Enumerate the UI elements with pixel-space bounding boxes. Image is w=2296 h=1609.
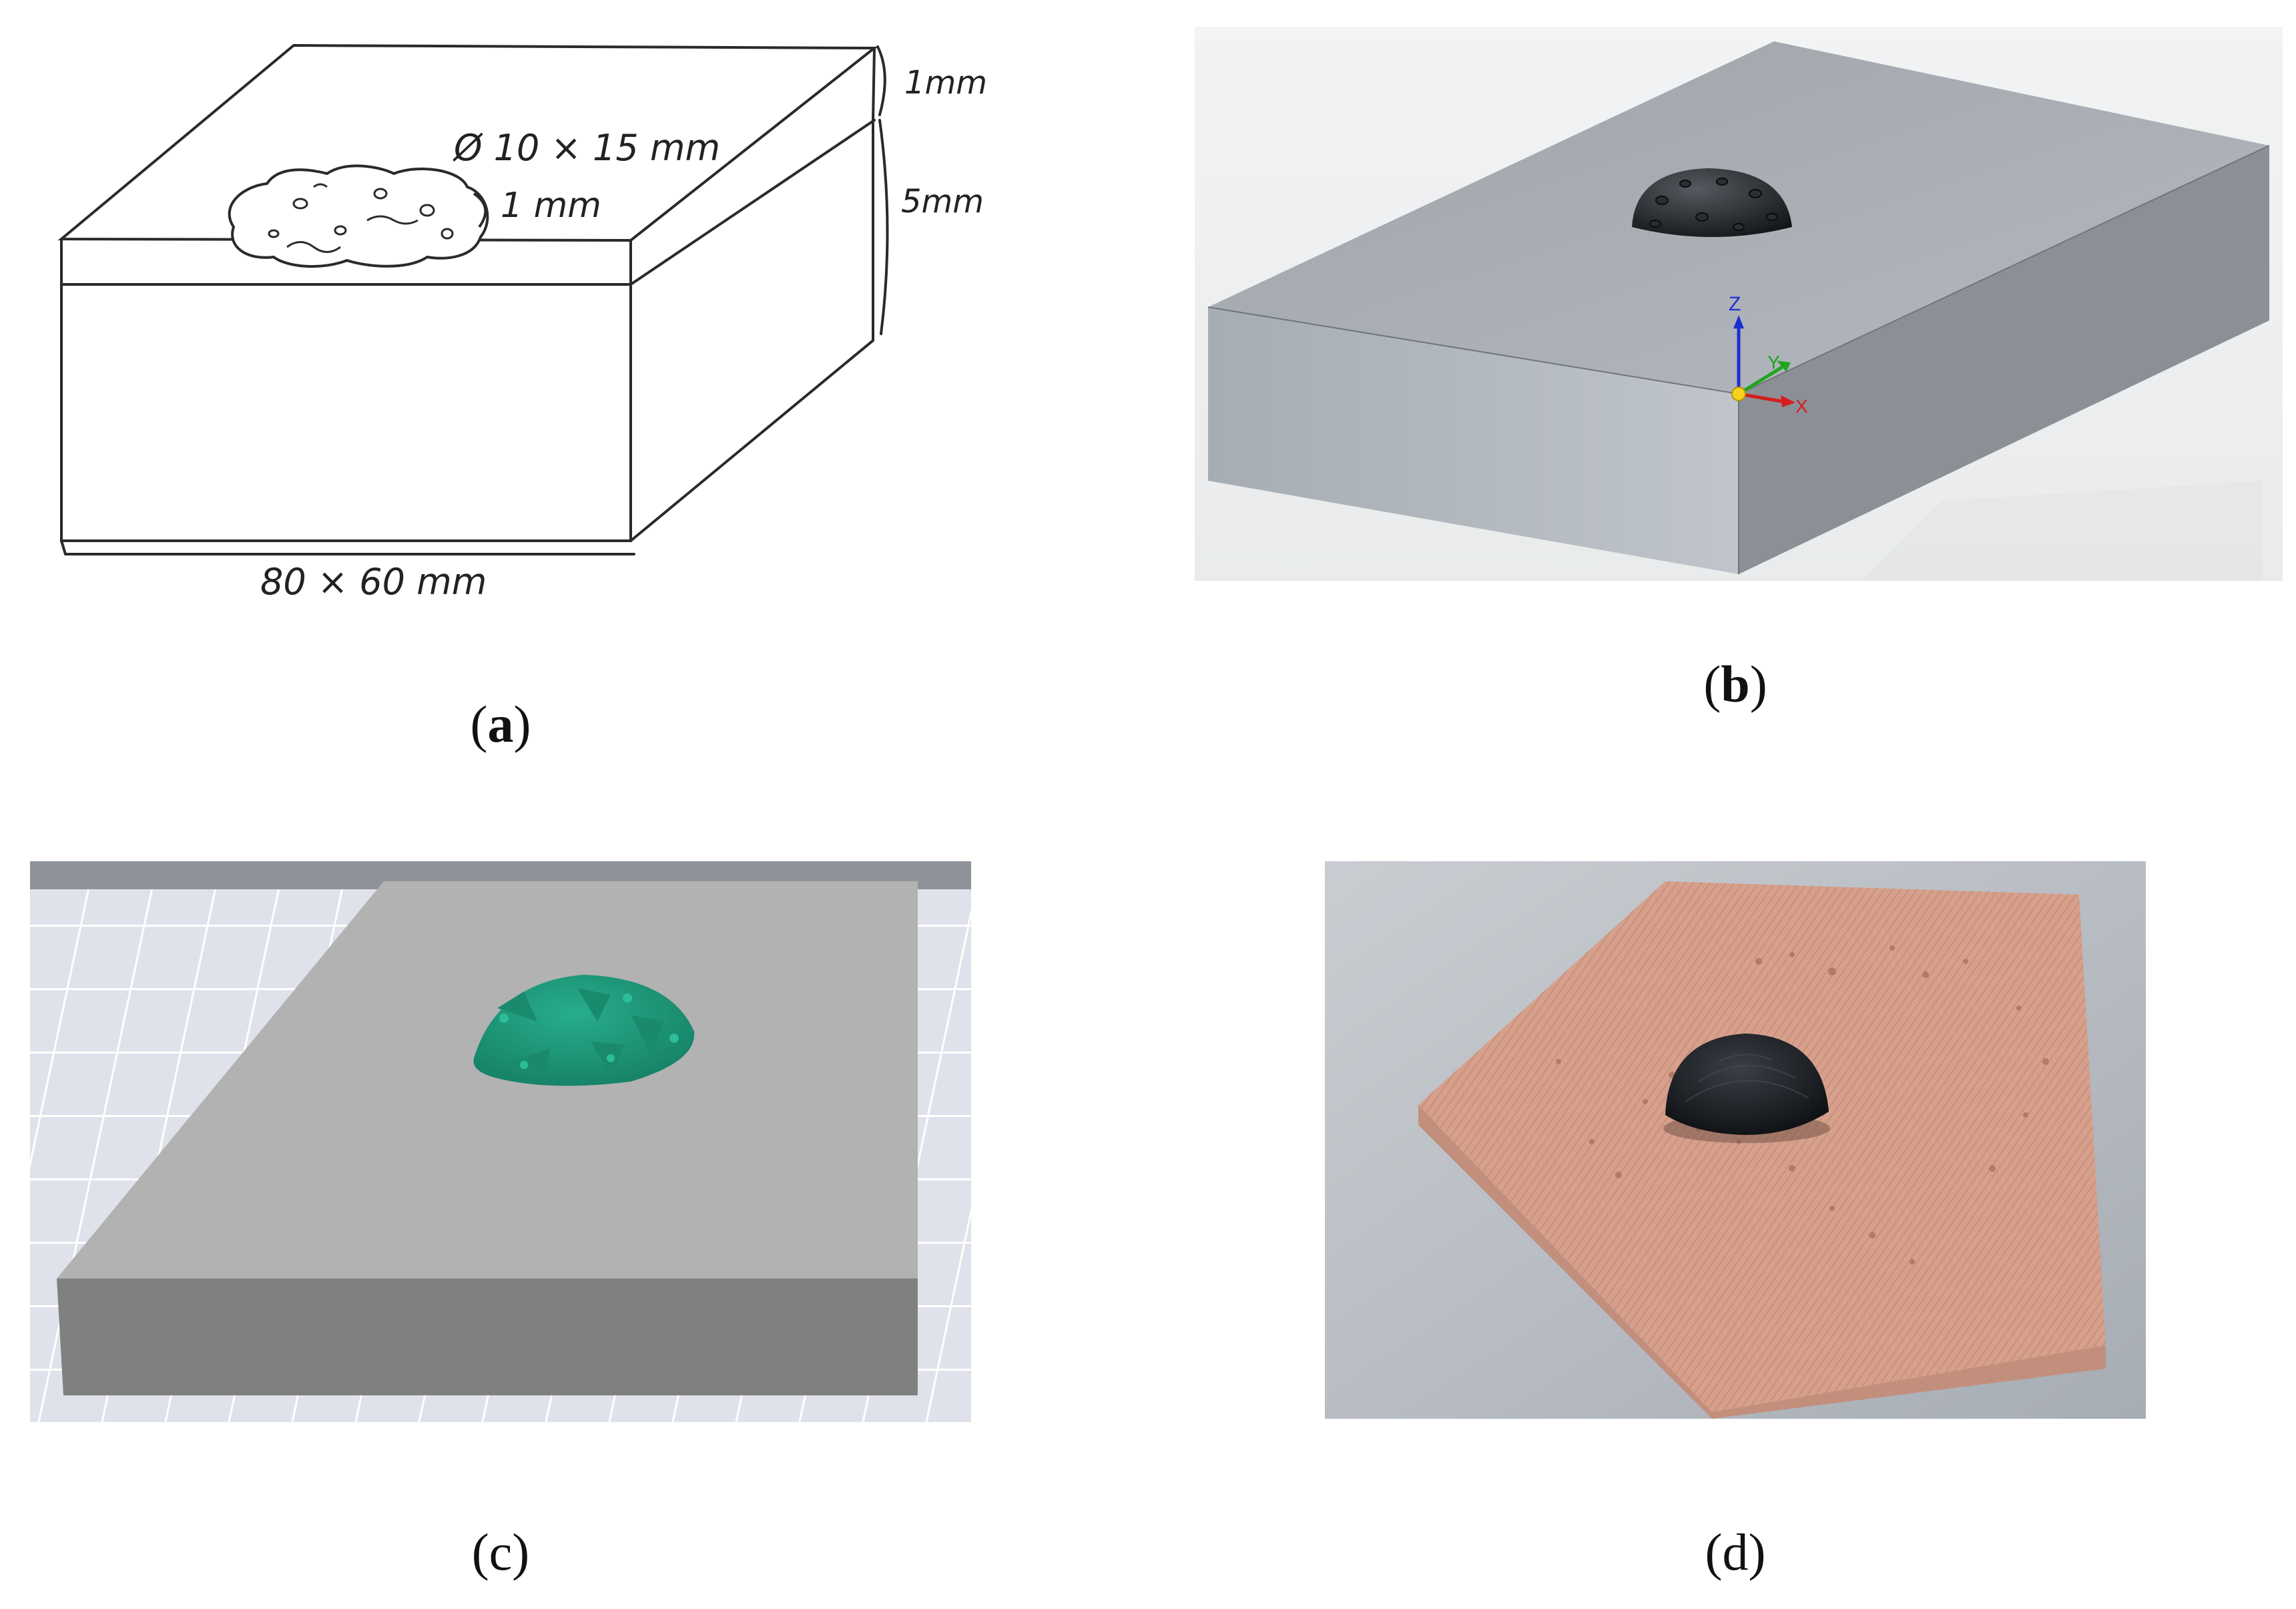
label-base-size: 80 × 60 mm [260,561,487,603]
slicer-drawing [30,861,971,1422]
caption-c: (c) [471,1523,530,1581]
sketch-drawing: 1mm 5mm Ø 10 × 15 mm 1 mm 80 × 60 mm [33,27,987,614]
sketch-lesion [228,164,489,268]
slicer-block-top [57,881,918,1279]
panel-c-slicer-view [30,861,971,1422]
axis-z-label: Z [1729,293,1741,315]
caption-b: (b) [1703,655,1767,713]
label-body-thickness: 5mm [901,183,984,220]
caption-a: (a) [470,695,531,753]
photo-drawing [1325,861,2146,1419]
cad-block-side [1739,146,2269,574]
label-lesion-height: 1 mm [501,186,601,226]
panel-a-sketch: 1mm 5mm Ø 10 × 15 mm 1 mm 80 × 60 mm [33,27,987,614]
caption-d: (d) [1705,1523,1766,1581]
panel-d-printed-photo [1325,861,2146,1419]
slicer-lesion [473,975,695,1086]
label-top-thickness: 1mm [904,64,987,101]
axis-x-label: X [1795,396,1808,417]
printed-lesion [1663,1033,1830,1143]
cad-block-front [1208,307,1739,574]
label-lesion-size: Ø 10 × 15 mm [453,127,720,169]
cad-drawing: Z Y X [1195,27,2283,581]
slicer-block-front [57,1279,918,1395]
printed-slab-side [1418,1105,2106,1419]
panel-b-cad-model: Z Y X [1195,27,2283,581]
cad-lesion [1632,168,1792,237]
axis-y-label: Y [1767,352,1780,373]
axis-triad: Z Y X [1729,293,1808,417]
printed-slab-top [1418,881,2106,1412]
